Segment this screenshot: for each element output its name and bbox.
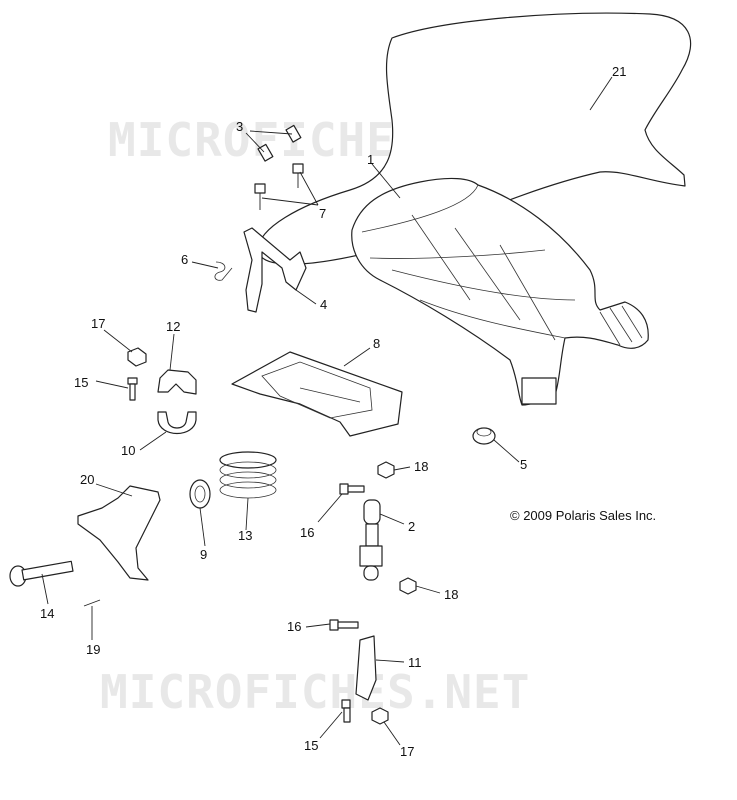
part-clips [257, 124, 302, 162]
callout-2: 2 [408, 519, 415, 534]
callout-14: 14 [40, 606, 54, 621]
part-bolt-16-lower [329, 619, 359, 631]
part-clamp [157, 369, 197, 395]
callout-13: 13 [238, 528, 252, 543]
part-rivets [254, 163, 304, 210]
part-nut-18-lower [399, 577, 417, 595]
part-cotter-pin [83, 599, 101, 607]
copyright-notice: © 2009 Polaris Sales Inc. [510, 508, 656, 523]
part-seat-base [351, 177, 649, 406]
part-tray [231, 351, 403, 437]
part-seat-cover [257, 12, 692, 265]
callout-18-lower: 18 [444, 587, 458, 602]
part-shock-absorber [359, 499, 383, 581]
callout-17-upper: 17 [91, 316, 105, 331]
callout-16-lower: 16 [287, 619, 301, 634]
callout-7: 7 [319, 206, 326, 221]
part-nut-17-lower [371, 707, 389, 725]
callout-5: 5 [520, 457, 527, 472]
part-bumper [189, 479, 211, 509]
part-bolt-15-lower [341, 699, 351, 723]
part-bracket-11 [355, 635, 377, 701]
callouts: 3 1 21 7 6 4 8 17 12 15 10 5 18 20 16 2 … [40, 64, 656, 759]
part-bolt-15-upper [127, 377, 138, 401]
part-bracket-20 [77, 485, 161, 581]
callout-20: 20 [80, 472, 94, 487]
callout-15-upper: 15 [74, 375, 88, 390]
callout-16-upper: 16 [300, 525, 314, 540]
callout-9: 9 [200, 547, 207, 562]
part-grommet [472, 427, 496, 445]
callout-1: 1 [367, 152, 374, 167]
part-nut-17-upper [127, 347, 147, 367]
callout-15-lower: 15 [304, 738, 318, 753]
callout-21: 21 [612, 64, 626, 79]
part-pin [9, 560, 74, 587]
part-nut-18-upper [377, 461, 395, 479]
callout-18-upper: 18 [414, 459, 428, 474]
callout-17-lower: 17 [400, 744, 414, 759]
part-coil-spring [219, 451, 277, 499]
callout-8: 8 [373, 336, 380, 351]
part-bolt-16-upper [339, 483, 365, 495]
callout-12: 12 [166, 319, 180, 334]
part-torsion-spring [214, 261, 233, 281]
callout-4: 4 [320, 297, 327, 312]
watermark-bottom: MICROFICHES.NET [100, 665, 530, 719]
callout-10: 10 [121, 443, 135, 458]
callout-3: 3 [236, 119, 243, 134]
callout-11: 11 [408, 655, 422, 670]
part-seat-latch [243, 227, 307, 313]
callout-19: 19 [86, 642, 100, 657]
part-bracket-10 [157, 411, 197, 434]
callout-6: 6 [181, 252, 188, 267]
leader-lines [41, 76, 613, 746]
